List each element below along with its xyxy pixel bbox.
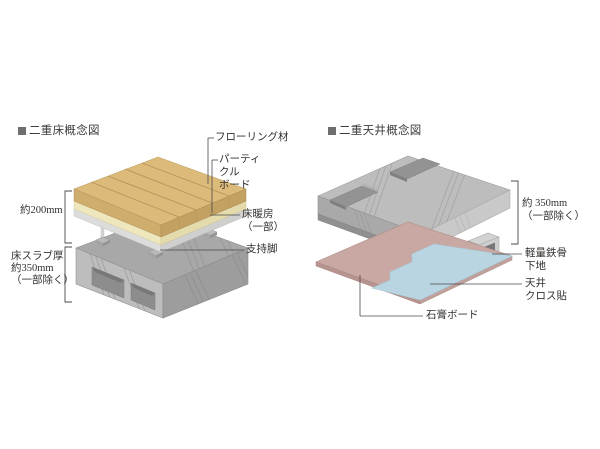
panel-double-ceiling: 二重天井概念図 <box>300 0 600 449</box>
ceiling-slab-dimension-line1: 約 350mm <box>522 198 568 209</box>
floor-slab-thickness-line1: 床スラブ厚 <box>11 251 64 262</box>
ceiling-diagram-artwork <box>315 155 522 317</box>
floor-dimension-brackets <box>64 190 72 303</box>
floor-panel-title: 二重床概念図 <box>18 122 100 138</box>
callout-support-leg: 支持脚 <box>246 244 278 255</box>
slab-voids <box>91 266 156 311</box>
floor-panel-title-text: 二重床概念図 <box>29 125 100 137</box>
callout-light-steel-frame-line1: 軽量鉄骨 <box>525 248 567 259</box>
callout-particle-board-line1: パーティ <box>219 154 261 165</box>
floor-upper-dimension-label: 約200mm <box>20 205 63 216</box>
floor-slab-thickness-line3: （一部除く） <box>11 275 74 286</box>
ceiling-dimension-bracket <box>511 180 519 245</box>
callout-ceiling-cloth-line1: 天井 <box>525 278 546 289</box>
panel-double-floor: 二重床概念図 <box>11 122 289 319</box>
callout-gypsum-board: 石膏ボード <box>426 310 479 321</box>
ceiling-slab-voids <box>329 157 441 210</box>
ceiling-panel-title-text: 二重天井概念図 <box>339 125 422 137</box>
floor-callout-leaders <box>160 137 244 251</box>
gypsum-board-panel <box>315 221 514 305</box>
floor-plank-grooves <box>90 162 230 218</box>
callout-floor-heating-line1: 床暖房 <box>242 209 274 220</box>
callout-ceiling-cloth-line2: クロス貼 <box>525 291 567 302</box>
callout-floor-heating-line2: （一部） <box>242 222 284 233</box>
ceiling-panel-title: 二重天井概念図 <box>328 122 422 138</box>
ceiling-slab-dimension-line2: （一部除く） <box>522 211 585 222</box>
callout-light-steel-frame-line2: 下地 <box>525 261 546 272</box>
ceiling-callout-leaders <box>359 253 522 317</box>
floor-slab-thickness-line2: 約350mm <box>11 263 54 274</box>
callout-particle-board-line2: クル <box>219 167 240 178</box>
square-marker-icon <box>328 127 336 135</box>
floor-panel-stack <box>73 156 247 253</box>
callout-particle-board-line3: ボード <box>219 180 251 191</box>
floor-diagram-artwork <box>64 137 249 319</box>
square-marker-icon <box>18 127 26 135</box>
callout-flooring-material: フローリング材 <box>215 132 289 143</box>
